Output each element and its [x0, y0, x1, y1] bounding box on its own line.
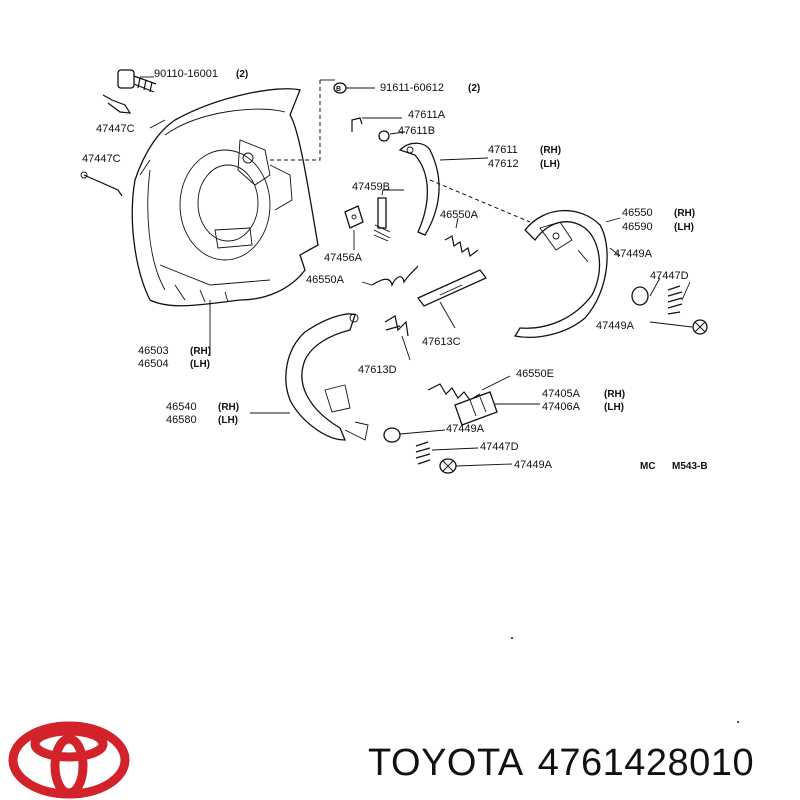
- part-number: 4761428010: [537, 742, 755, 784]
- speck: [737, 721, 739, 723]
- label-47611b: 47611B: [398, 125, 435, 137]
- label-46590: 46590: [622, 221, 653, 233]
- label-47447c-upper: 47447C: [96, 123, 135, 135]
- brake-shoe-right: [513, 209, 708, 338]
- label-47613d: 47613D: [358, 364, 397, 376]
- label-47611-rh: (RH): [540, 145, 561, 156]
- label-46504-lh: (LH): [190, 359, 210, 370]
- clip-part: [80, 94, 132, 197]
- label-47406a-lh: (LH): [604, 402, 624, 413]
- brake-shoe-left: [285, 313, 369, 441]
- label-47447c-lower: 47447C: [82, 153, 121, 165]
- label-46550a-upper: 46550A: [440, 209, 479, 221]
- label-46550-rh: (RH): [674, 208, 695, 219]
- backing-plate: [131, 88, 319, 307]
- label-47613c: 47613C: [422, 336, 461, 348]
- label-90110: 90110-16001: [154, 68, 218, 80]
- label-diagram-code: M543-B: [672, 461, 708, 472]
- label-47449a-right-upper: 47449A: [614, 248, 653, 260]
- small-parts: B: [333, 82, 488, 337]
- label-47405a-rh: (RH): [604, 389, 625, 400]
- part-labels: 90110-16001 (2) 91611-60612 (2) 47447C 4…: [82, 68, 708, 472]
- toyota-logo-icon: [8, 721, 130, 799]
- label-47447d-right: 47447D: [650, 270, 689, 282]
- label-46550e: 46550E: [516, 368, 554, 380]
- label-47612-lh: (LH): [540, 159, 560, 170]
- label-47456a: 47456A: [324, 252, 363, 264]
- label-46540: 46540: [166, 401, 197, 413]
- label-47459b: 47459B: [352, 181, 390, 193]
- label-47449a-bottom-upper: 47449A: [446, 423, 485, 435]
- bolt-part: [117, 69, 157, 93]
- speck: [511, 637, 513, 639]
- label-46550a-lower: 46550A: [306, 274, 345, 286]
- label-47406a: 47406A: [542, 401, 581, 413]
- label-47449a-right-lower: 47449A: [596, 320, 635, 332]
- label-46503: 46503: [138, 345, 169, 357]
- label-47449a-bottom-lower: 47449A: [514, 459, 553, 471]
- label-mc: MC: [640, 461, 656, 472]
- label-46550: 46550: [622, 207, 653, 219]
- label-46580: 46580: [166, 414, 197, 426]
- label-91611-qty: (2): [468, 83, 480, 94]
- label-91611: 91611-60612: [380, 82, 444, 94]
- adjuster-parts: [383, 383, 498, 474]
- footer-caption: TOYOTA 4761428010: [368, 742, 768, 785]
- leader-lines: [139, 76, 693, 467]
- label-46540-rh: (RH): [218, 402, 239, 413]
- label-47611a: 47611A: [408, 109, 446, 121]
- label-46503-rh: (RH): [190, 346, 211, 357]
- label-90110-qty: (2): [236, 69, 248, 80]
- svg-text:B: B: [336, 86, 341, 93]
- brand-name: TOYOTA: [368, 742, 524, 784]
- label-47612: 47612: [488, 158, 519, 170]
- label-47405a: 47405A: [542, 388, 581, 400]
- label-46580-lh: (LH): [218, 415, 238, 426]
- label-46504: 46504: [138, 358, 169, 370]
- label-47447d-bottom: 47447D: [480, 441, 519, 453]
- label-46590-lh: (LH): [674, 222, 694, 233]
- label-47611: 47611: [488, 144, 518, 156]
